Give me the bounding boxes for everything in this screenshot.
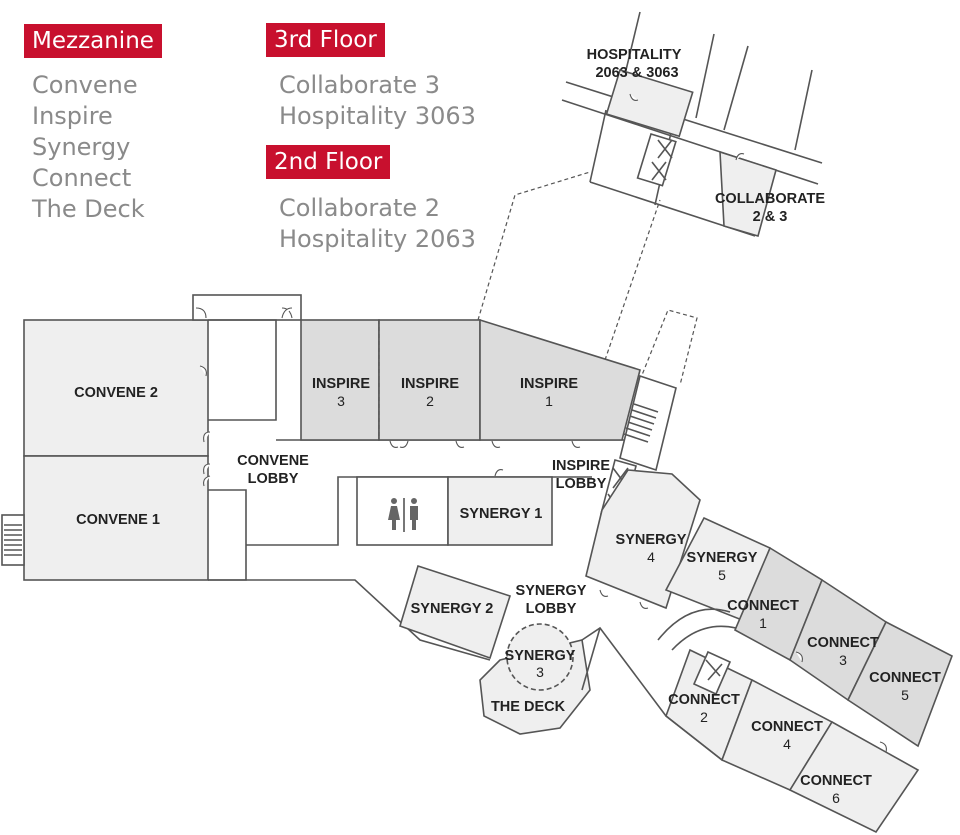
label-synergy-3-a: SYNERGY [505,648,576,664]
label-inspire-3-b: 3 [337,393,345,409]
restroom-icon [388,498,418,532]
label-convene-lobby-1: CONVENE [237,453,309,469]
label-synergy-lobby-1: SYNERGY [516,583,587,599]
label-inspire-lobby-2: LOBBY [556,476,607,492]
room-synergy-2[interactable] [399,564,512,660]
label-hospitality-b: 2063 & 3063 [595,65,678,81]
legend-heading-2nd-floor: 2nd Floor [266,145,391,179]
label-synergy-2: SYNERGY 2 [411,601,494,617]
label-connect-6-a: CONNECT [800,773,872,789]
legend-item-synergy: Synergy [32,133,131,161]
label-collaborate-b: 2 & 3 [753,209,788,225]
label-connect-5-a: CONNECT [869,670,941,686]
stairs-icon [1,514,25,566]
room-collaborate[interactable] [719,150,777,237]
label-synergy-lobby-2: LOBBY [526,601,577,617]
label-inspire-3-a: INSPIRE [312,376,370,392]
room-connect-6[interactable] [788,720,920,834]
room-hospitality[interactable] [605,69,694,138]
legend-item-hospitality-2063: Hospitality 2063 [279,225,476,253]
label-inspire-2-b: 2 [426,393,434,409]
upper-building [477,11,823,386]
label-connect-3-a: CONNECT [807,635,879,651]
label-synergy-3-b: 3 [536,664,544,680]
label-connect-4-b: 4 [783,736,791,752]
legend-item-connect: Connect [32,164,132,192]
label-inspire-1-b: 1 [545,393,553,409]
label-connect-1-a: CONNECT [727,598,799,614]
legend-list-2nd-floor: Collaborate 2 Hospitality 2063 [279,193,476,255]
legend-item-convene: Convene [32,71,138,99]
elevator-icon [636,133,677,187]
label-synergy-5-a: SYNERGY [687,550,758,566]
label-connect-5-b: 5 [901,687,909,703]
room-labels: CONVENE 2 CONVENE 1 CONVENE LOBBY INSPIR… [74,47,941,806]
label-connect-4-a: CONNECT [751,719,823,735]
label-inspire-1-a: INSPIRE [520,376,578,392]
label-convene-2: CONVENE 2 [74,385,158,401]
legend-list-3rd-floor: Collaborate 3 Hospitality 3063 [279,70,476,132]
elevator-icon [692,650,732,696]
label-inspire-lobby-1: INSPIRE [552,458,610,474]
label-connect-2-b: 2 [700,709,708,725]
label-the-deck: THE DECK [491,699,566,715]
label-connect-2-a: CONNECT [668,692,740,708]
label-synergy-1: SYNERGY 1 [460,506,543,522]
label-synergy-4-b: 4 [647,549,655,565]
convene-block [1,294,302,581]
room-inspire-3[interactable] [300,319,380,441]
room-inspire-2[interactable] [378,319,481,441]
label-synergy-4-a: SYNERGY [616,532,687,548]
legend-item-collaborate-2: Collaborate 2 [279,194,441,222]
room-convene-2[interactable] [23,319,209,457]
room-synergy-1[interactable] [447,476,553,546]
room-connect-5[interactable] [846,620,954,748]
legend-item-hospitality-3063: Hospitality 3063 [279,102,476,130]
label-convene-lobby-2: LOBBY [248,471,299,487]
label-hospitality-a: HOSPITALITY [587,47,682,63]
legend-heading-mezzanine: Mezzanine [24,24,162,58]
legend-item-collaborate-3: Collaborate 3 [279,71,441,99]
label-connect-3-b: 3 [839,652,847,668]
room-inspire-1[interactable] [479,318,641,441]
label-collaborate-a: COLLABORATE [715,191,825,207]
room-synergy-4[interactable] [585,469,701,610]
stairs-icon [619,374,677,472]
label-inspire-2-a: INSPIRE [401,376,459,392]
label-connect-6-b: 6 [832,790,840,806]
room-convene-1[interactable] [23,455,209,581]
legend-item-inspire: Inspire [32,102,113,130]
door-icon [195,93,887,753]
legend-list-mezzanine: Convene Inspire Synergy Connect The Deck [32,70,145,225]
legend-heading-3rd-floor: 3rd Floor [266,23,385,57]
label-connect-1-b: 1 [759,615,767,631]
room-synergy-3[interactable] [506,623,574,691]
inspire-block [300,318,677,472]
legend-item-the-deck: The Deck [32,195,145,223]
label-convene-1: CONVENE 1 [76,512,160,528]
east-block [585,469,954,834]
label-synergy-5-b: 5 [718,567,726,583]
